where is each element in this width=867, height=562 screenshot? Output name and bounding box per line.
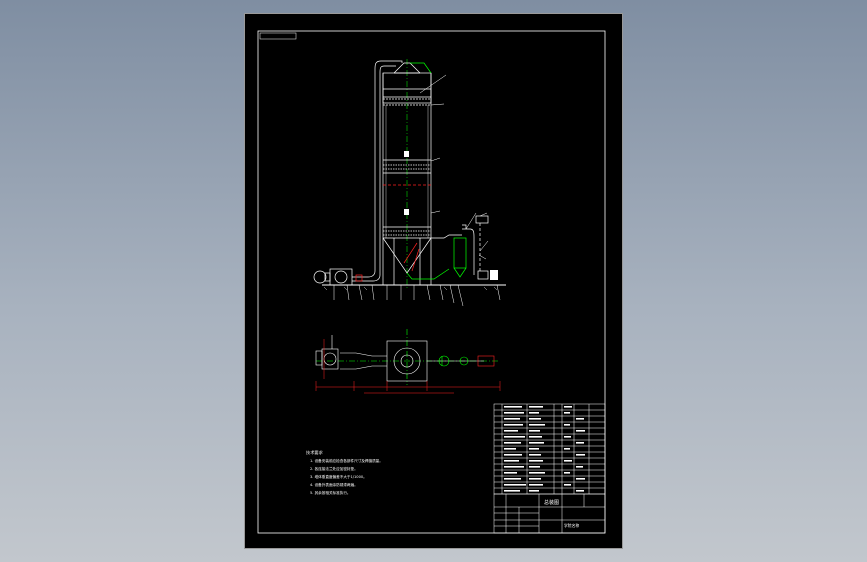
pump-assembly bbox=[475, 215, 498, 280]
outlet-duct bbox=[352, 60, 403, 278]
tower-top-cone bbox=[393, 62, 421, 74]
motor bbox=[313, 270, 327, 284]
inlet-duct bbox=[431, 234, 462, 239]
inner-frame bbox=[257, 30, 606, 534]
technical-notes: 技术要求 1. 设备安装前应检查各部件尺寸及焊缝质量。 2. 各连接法兰处应加密… bbox=[306, 449, 383, 495]
circulation-line bbox=[406, 268, 450, 280]
plan-dimensions bbox=[315, 339, 501, 394]
title-block-main-title: 总装图 bbox=[544, 499, 559, 506]
cad-drawing-sheet: 技术要求 1. 设备安装前应检查各部件尺寸及焊缝质量。 2. 各连接法兰处应加密… bbox=[244, 13, 623, 549]
packing-layer-1 bbox=[383, 159, 431, 174]
cyclone-body bbox=[453, 237, 467, 269]
packing-layer-2 bbox=[383, 184, 431, 239]
spray-nozzle-upper bbox=[404, 151, 409, 157]
tech-note-2: 2. 各连接法兰处应加密封垫。 bbox=[310, 466, 358, 471]
spray-nozzle-lower bbox=[404, 209, 409, 215]
part-leaders bbox=[333, 74, 501, 307]
parts-list-entries bbox=[504, 406, 585, 492]
outer-frame bbox=[244, 13, 623, 549]
title-block bbox=[493, 493, 606, 534]
demister-section bbox=[382, 72, 432, 104]
tech-note-4: 4. 设备外表面涂防锈漆两遍。 bbox=[310, 482, 358, 487]
tech-note-1: 1. 设备安装前应检查各部件尺寸及焊缝质量。 bbox=[310, 458, 383, 463]
tech-note-5: 5. 其余按相关标准执行。 bbox=[310, 490, 351, 495]
title-block-school: 学院名称 bbox=[564, 523, 579, 528]
pump-plan bbox=[438, 355, 450, 367]
elevation-view bbox=[313, 59, 506, 289]
fan-plan bbox=[321, 348, 339, 370]
corner-label-box bbox=[259, 32, 297, 40]
tech-note-3: 3. 塔体垂直度偏差不大于1/1000。 bbox=[310, 474, 367, 479]
tech-notes-heading: 技术要求 bbox=[306, 449, 324, 456]
ground-hatch bbox=[323, 286, 498, 291]
plan-view bbox=[315, 329, 500, 385]
